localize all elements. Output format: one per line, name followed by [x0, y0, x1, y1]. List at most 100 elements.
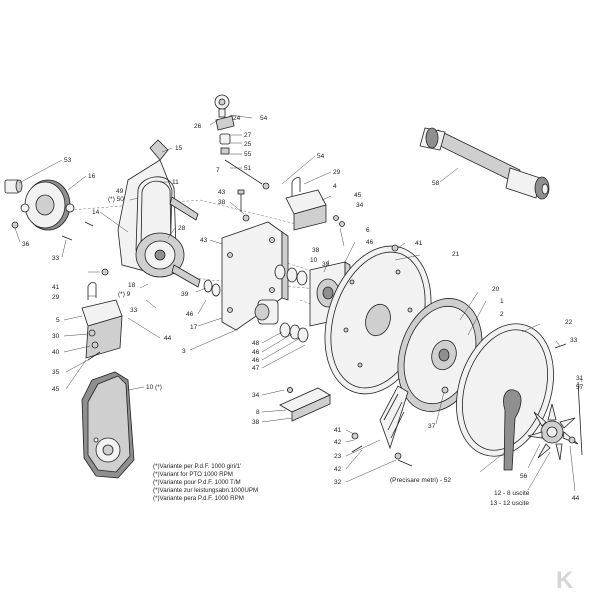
pto-shaft: [419, 127, 550, 200]
callout-42: 42: [334, 439, 342, 446]
callout-29: 29: [52, 294, 60, 301]
callout-10-variant: 10 (*): [146, 384, 162, 391]
callout-49: 49: [116, 188, 124, 195]
callout-42: 42: [334, 466, 342, 473]
callout-38: 38: [252, 419, 260, 426]
small-bolts-left: [61, 221, 109, 276]
distributor-star: [527, 403, 579, 461]
belt-drive-gearbox: [117, 139, 201, 288]
callout-13: 13 - 12 uscite: [490, 500, 529, 507]
callout-46: 46: [252, 357, 260, 364]
callout-47: 47: [252, 365, 260, 372]
callout-5: 5: [56, 317, 60, 324]
brand-mark: K: [556, 567, 574, 594]
left-bracket: [81, 282, 123, 361]
variant-note-it: (*)Variante per P.d.F. 1000 giri/1': [153, 463, 241, 470]
callout-57: 57: [576, 384, 584, 391]
callout-38: 38: [218, 199, 226, 206]
callout-29: 29: [333, 169, 341, 176]
spacer-53: [4, 179, 23, 194]
callout-39: 39: [322, 261, 330, 268]
callout-22: 22: [565, 319, 573, 326]
callout-25: 25: [244, 141, 252, 148]
callout-46: 46: [252, 349, 260, 356]
callout-54: 54: [317, 153, 325, 160]
callout-55: 55: [244, 151, 252, 158]
callout-36: 36: [22, 241, 30, 248]
top-bracket: [285, 177, 327, 231]
callout-35: 35: [52, 369, 60, 376]
callout-1: 1: [500, 298, 504, 305]
callout-34: 34: [252, 392, 260, 399]
callout-52: (Precisare metri) - 52: [390, 477, 451, 484]
callout-34: 34: [356, 202, 364, 209]
outer-flange: [456, 323, 554, 471]
callout-12: 12 - 8 uscite: [494, 490, 530, 497]
callout-45: 45: [354, 192, 362, 199]
callout-33: 33: [570, 337, 578, 344]
callout-26: 26: [194, 123, 202, 130]
callout-46: 46: [186, 311, 194, 318]
callout-53: 53: [64, 157, 72, 164]
callout-11: 11: [172, 179, 179, 186]
callout-15: 15: [175, 145, 183, 152]
callout-27: 27: [244, 132, 252, 139]
callout-41: 41: [415, 240, 423, 247]
callout-41: 41: [52, 284, 60, 291]
variant-note-en: (*)Variant for PTO 1000 RPM: [153, 471, 233, 478]
callout-18: 18: [128, 282, 136, 289]
washer-36: [11, 221, 19, 229]
callout-2: 2: [500, 311, 504, 318]
callout-50: (*) 50: [108, 196, 124, 203]
callout-28: 28: [178, 225, 186, 232]
variant-notes: (*)Variante per P.d.F. 1000 giri/1' (*)V…: [153, 463, 258, 502]
cap-screws-top: [237, 189, 250, 222]
callout-8: 8: [256, 409, 260, 416]
angle-bracket: [279, 387, 331, 422]
variant-note-fr: (*)Variante pour P.d.F. 1000 T/M: [153, 479, 241, 486]
callout-20: 20: [492, 286, 500, 293]
variant-note-de: (*)Variante zur leistungsabn.1000UPM: [153, 487, 258, 494]
callout-43: 43: [200, 237, 208, 244]
callout-45: 45: [52, 386, 60, 393]
callout-37: 37: [428, 423, 436, 430]
small-bolts-right: [287, 215, 583, 467]
callout-23: 23: [334, 453, 342, 460]
callout-17: 17: [190, 324, 198, 331]
callout-32: 32: [334, 479, 342, 486]
guard-cover: [81, 371, 135, 479]
callout-48: 48: [252, 340, 260, 347]
callout-labels: 53 16 36 33 15 11 49 (*) 50 14 28 43 43 …: [22, 115, 584, 507]
callout-31: 31: [576, 375, 584, 382]
callout-6: 6: [366, 227, 370, 234]
callout-21: 21: [452, 251, 460, 258]
callout-24: 24: [233, 115, 241, 122]
callout-39: 39: [181, 291, 189, 298]
variant-note-es: (*)Variante pera P.d.F. 1000 RPM: [153, 495, 244, 502]
callout-41: 41: [334, 427, 342, 434]
callout-40: 40: [52, 349, 60, 356]
callout-9: (*) 9: [118, 291, 131, 298]
callout-3: 3: [182, 348, 186, 355]
brand-logo: K: [552, 566, 582, 594]
callout-56: 56: [520, 473, 528, 480]
frame-plate: [221, 221, 289, 331]
callout-4: 4: [333, 183, 337, 190]
callout-30: 30: [52, 333, 60, 340]
reel-drum: [397, 298, 483, 412]
callout-43: 43: [218, 189, 226, 196]
callout-38: 38: [312, 247, 320, 254]
callout-16: 16: [88, 173, 96, 180]
callout-46: 46: [366, 239, 374, 246]
leader-lines: [14, 114, 583, 492]
callout-33: 33: [52, 255, 60, 262]
hose-segment: [379, 385, 409, 450]
callout-44: 44: [164, 335, 172, 342]
callout-7: 7: [216, 167, 220, 174]
callout-58: 58: [432, 180, 440, 187]
callout-33: 33: [130, 307, 138, 314]
callout-14: 14: [92, 209, 100, 216]
callout-51: 51: [244, 165, 252, 172]
callout-54: 54: [260, 115, 268, 122]
